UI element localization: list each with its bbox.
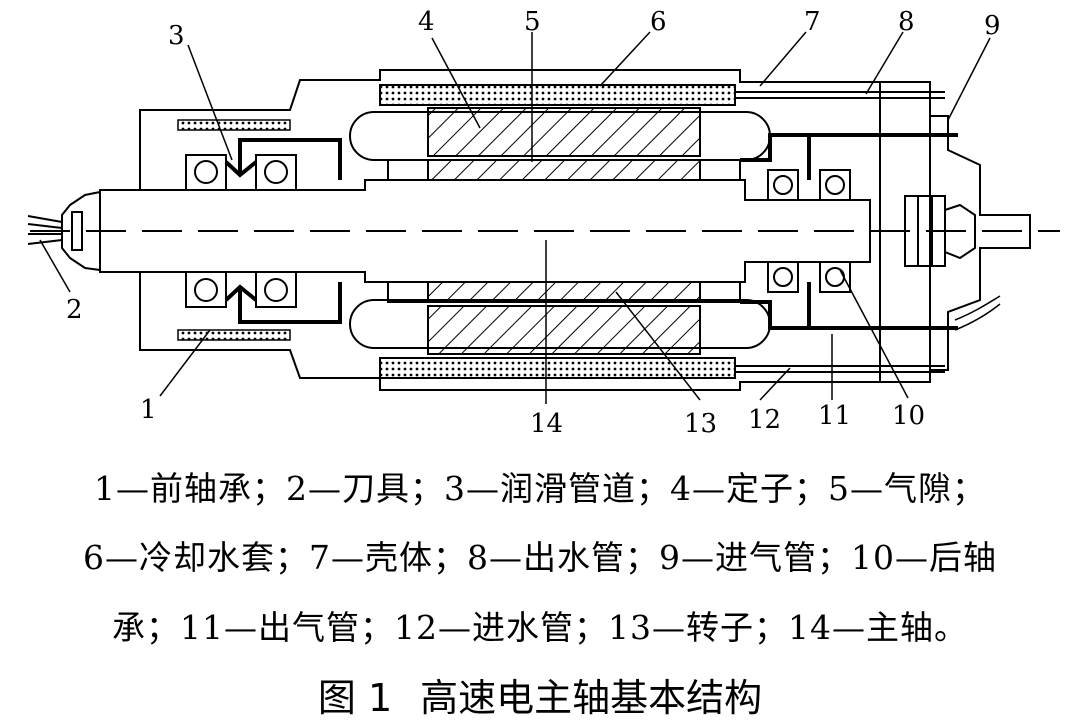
label-5: 5 [524, 7, 541, 37]
label-7: 7 [804, 7, 821, 37]
lubrication-pipe [224, 138, 342, 324]
label-14: 14 [530, 409, 563, 439]
label-4: 4 [418, 7, 435, 37]
front-jacket-bottom [177, 329, 291, 341]
label-3: 3 [168, 21, 185, 51]
label-1: 1 [140, 395, 157, 425]
rotor-ring-left-bottom [387, 279, 429, 303]
label-6: 6 [650, 7, 667, 37]
spindle-structure-diagram: 3 4 5 6 7 8 9 2 1 14 13 12 11 10 [27, 7, 1060, 439]
label-8: 8 [898, 7, 915, 37]
rear-cables [954, 295, 1001, 331]
label-2: 2 [66, 295, 83, 325]
tool [27, 215, 63, 245]
rear-bearing [767, 169, 851, 293]
label-11: 11 [818, 401, 851, 431]
housing-shell [139, 69, 1031, 391]
label-9: 9 [984, 11, 1001, 41]
rotor-ring-right-top [699, 159, 741, 183]
figure-title: 高速电主轴基本结构 [420, 676, 763, 720]
figure-number: 图 1 [317, 676, 393, 720]
rotor-top [427, 159, 701, 181]
figure-caption: 图 1 高速电主轴基本结构 [0, 667, 1080, 722]
legend-line-2: 6—冷却水套；7—壳体；8—出水管；9—进气管；10—后轴 [83, 538, 997, 577]
cooling-jacket-bottom [379, 357, 736, 379]
inlet-air-pipe [740, 133, 958, 180]
front-jacket-top [177, 119, 291, 131]
front-bearing [185, 154, 297, 308]
tool-collet [71, 211, 83, 251]
label-10: 10 [892, 401, 925, 431]
label-12: 12 [748, 405, 781, 435]
leader-lines [39, 31, 991, 404]
rotor-bottom [427, 281, 701, 303]
legend-line-3: 承；11—出气管；12—进水管；13—转子；14—主轴。 [112, 608, 968, 647]
outlet-air-pipe [740, 282, 958, 330]
cooling-jacket-top [379, 84, 736, 106]
legend-line-1: 1—前轴承；2—刀具；3—润滑管道；4—定子；5—气隙； [94, 469, 986, 508]
stator-top [427, 107, 701, 157]
rear-connector [944, 203, 976, 260]
stator-bottom [427, 305, 701, 355]
rotor-ring-left-top [387, 159, 429, 183]
rotor-ring-right-bottom [699, 279, 741, 303]
label-13: 13 [684, 409, 717, 439]
